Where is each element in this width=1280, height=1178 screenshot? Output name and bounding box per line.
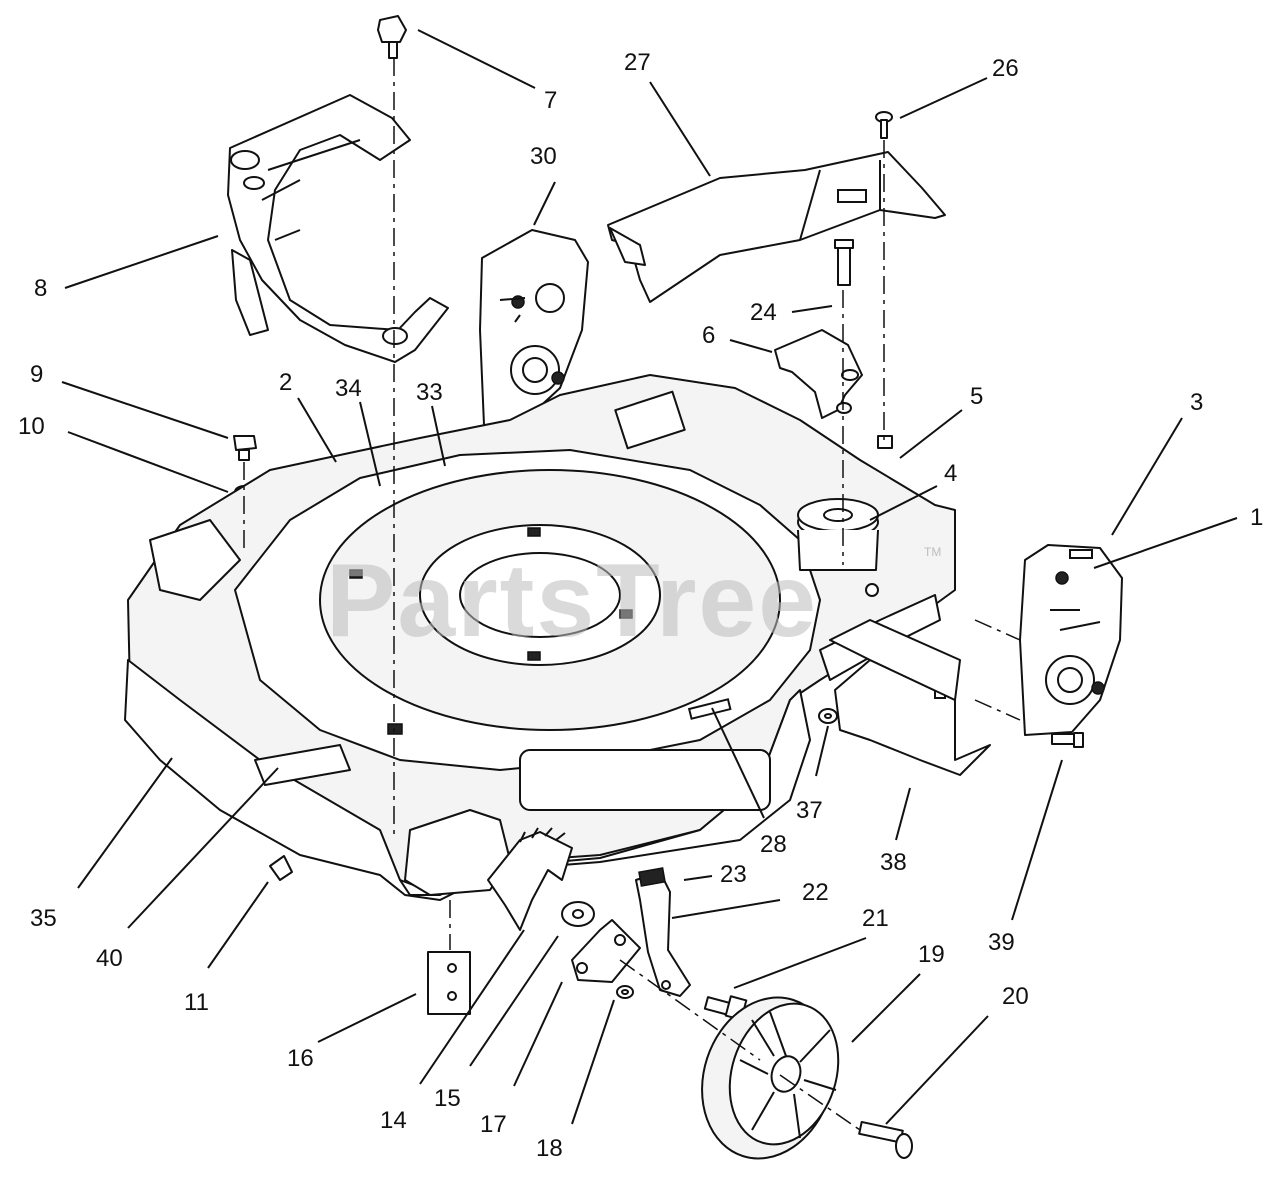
plate-part xyxy=(427,951,471,1015)
plug-bolt-part xyxy=(377,15,407,59)
callout-24: 24 xyxy=(750,299,777,326)
wheel-part xyxy=(701,996,840,1160)
callout-38: 38 xyxy=(880,849,907,876)
callout-10: 10 xyxy=(18,413,45,440)
callout-17: 17 xyxy=(480,1111,507,1138)
callout-22: 22 xyxy=(802,879,829,906)
nut-part-5 xyxy=(877,435,893,449)
height-lever-part xyxy=(635,867,691,997)
callout-26: 26 xyxy=(992,55,1019,82)
callout-15: 15 xyxy=(434,1085,461,1112)
callout-39: 39 xyxy=(988,929,1015,956)
callout-35: 35 xyxy=(30,905,57,932)
leader-lines xyxy=(61,29,1238,1125)
callout-30: 30 xyxy=(530,143,557,170)
left-height-bracket-part xyxy=(479,229,589,426)
callout-20: 20 xyxy=(1002,983,1029,1010)
partstree-watermark: PartsTree TM xyxy=(326,543,941,659)
clip-nut-part xyxy=(269,855,293,881)
bolt-part-39 xyxy=(1051,732,1084,748)
link-plate-part xyxy=(571,919,641,983)
callout-27: 27 xyxy=(624,49,651,76)
callout-5: 5 xyxy=(970,383,983,410)
axle-bolt-part xyxy=(858,1120,913,1159)
mower-deck-part xyxy=(124,374,956,901)
screw-part-9 xyxy=(233,435,257,461)
belt-bracket-part xyxy=(774,239,863,419)
adjuster-sector-part xyxy=(487,827,573,931)
callout-37: 37 xyxy=(796,797,823,824)
callout-34: 34 xyxy=(335,375,362,402)
callout-19: 19 xyxy=(918,941,945,968)
callout-28: 28 xyxy=(760,831,787,858)
callout-16: 16 xyxy=(287,1045,314,1072)
callout-11: 11 xyxy=(184,989,209,1016)
watermark-trademark: TM xyxy=(924,545,941,559)
watermark-text: PartsTree xyxy=(326,543,818,659)
callout-numbers: 1 2 3 4 5 6 7 8 9 10 11 14 15 16 17 18 1… xyxy=(18,49,1263,1162)
callout-33: 33 xyxy=(416,379,443,406)
rear-shield-part xyxy=(227,94,449,363)
callout-9: 9 xyxy=(30,361,43,388)
callout-7: 7 xyxy=(544,87,557,114)
washer-part-18 xyxy=(616,985,634,999)
callout-40: 40 xyxy=(96,945,123,972)
callout-21: 21 xyxy=(862,905,889,932)
pulley-part xyxy=(797,498,879,571)
rear-skirt-part xyxy=(829,619,991,776)
rivet-part xyxy=(875,111,893,139)
callout-1: 1 xyxy=(1250,504,1263,531)
callout-8: 8 xyxy=(34,275,47,302)
assembly-center-lines xyxy=(243,58,1021,1131)
nut-part-37 xyxy=(818,708,838,724)
callout-18: 18 xyxy=(536,1135,563,1162)
callout-23: 23 xyxy=(720,861,747,888)
rear-cover-part xyxy=(607,151,946,303)
callout-2: 2 xyxy=(279,369,292,396)
right-height-bracket-part xyxy=(1019,544,1123,736)
washer-part-15 xyxy=(561,901,595,927)
callout-4: 4 xyxy=(944,460,957,487)
callout-6: 6 xyxy=(702,322,715,349)
callout-14: 14 xyxy=(380,1107,407,1134)
callout-3: 3 xyxy=(1190,389,1203,416)
